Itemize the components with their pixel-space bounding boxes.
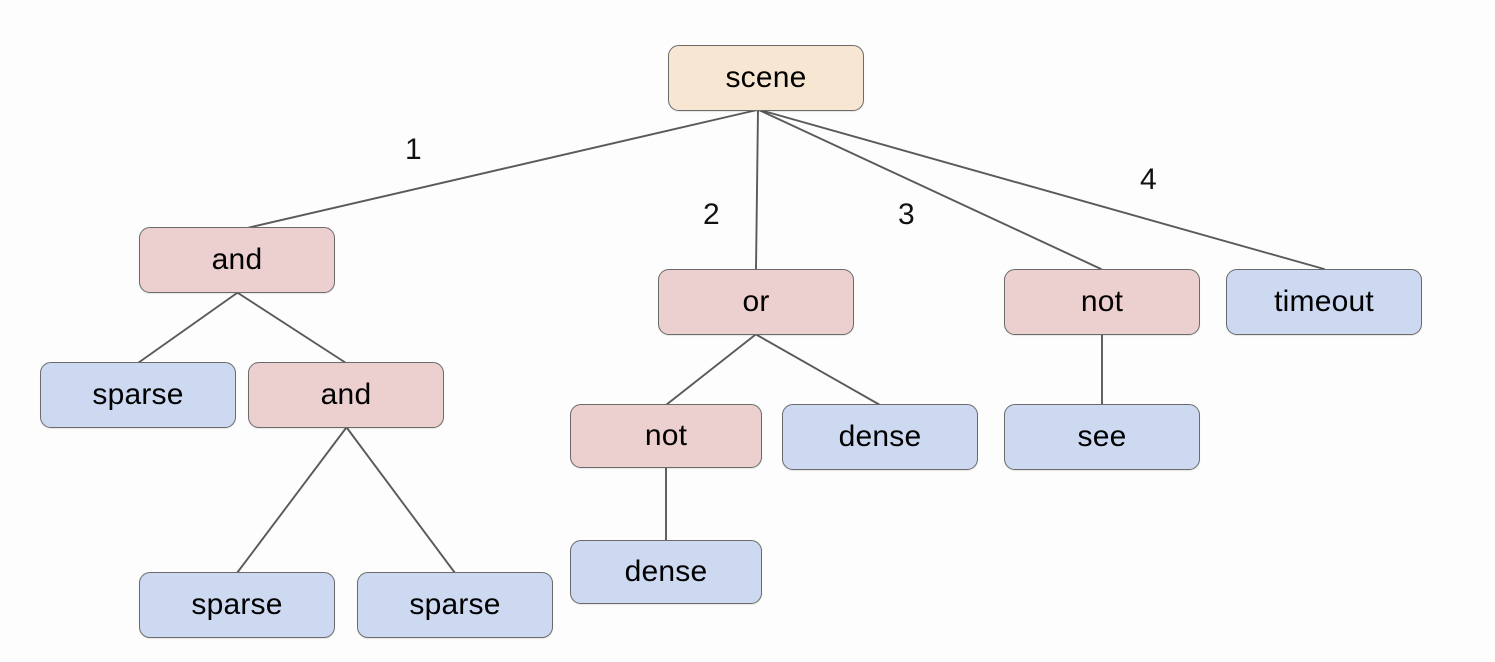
tree-node-label: and [320,378,372,411]
tree-edge-and1-to-sparse1 [137,292,238,364]
tree-edge-scene-to-not1 [758,109,1102,270]
edges-group [137,109,1325,574]
tree-edge-scene-to-or1 [755,109,759,270]
tree-node-label: dense [838,420,922,453]
tree-node-timeout1[interactable]: timeout [1226,269,1422,335]
tree-node-label: see [1077,420,1127,453]
tree-edge-and2-to-sparse2 [236,427,347,574]
tree-node-sparse1[interactable]: sparse [40,362,236,428]
tree-node-label: dense [624,555,708,588]
tree-node-label: timeout [1274,285,1374,318]
tree-node-or1[interactable]: or [658,269,854,335]
edge-label-2: 2 [703,198,720,231]
tree-node-and1[interactable]: and [139,227,335,293]
tree-node-label: not [1080,285,1124,318]
tree-node-see1[interactable]: see [1004,404,1200,470]
edge-label-3: 3 [898,198,915,231]
tree-edge-scene-to-timeout1 [759,109,1325,270]
tree-node-label: sparse [92,378,184,411]
tree-node-not2[interactable]: not [570,404,762,468]
tree-node-label: not [644,419,688,452]
tree-edge-or1-to-dense1 [756,334,881,406]
tree-node-not1[interactable]: not [1004,269,1200,335]
tree-node-label: scene [725,61,807,94]
tree-node-dense1[interactable]: dense [782,404,978,470]
tree-node-and2[interactable]: and [248,362,444,428]
tree-node-sparse2[interactable]: sparse [139,572,335,638]
tree-node-label: or [742,285,770,318]
tree-node-dense2[interactable]: dense [570,540,762,604]
tree-edge-and1-to-and2 [237,292,347,364]
tree-node-sparse3[interactable]: sparse [357,572,553,638]
tree-edge-or1-to-not2 [665,334,756,406]
edge-label-1: 1 [405,133,422,166]
edge-label-4: 4 [1140,163,1157,196]
tree-edge-scene-to-and1 [246,109,758,229]
tree-node-label: sparse [409,588,501,621]
tree-edge-and2-to-sparse3 [346,427,456,574]
tree-node-label: and [211,243,263,276]
tree-node-scene[interactable]: scene [668,45,864,111]
tree-node-label: sparse [191,588,283,621]
